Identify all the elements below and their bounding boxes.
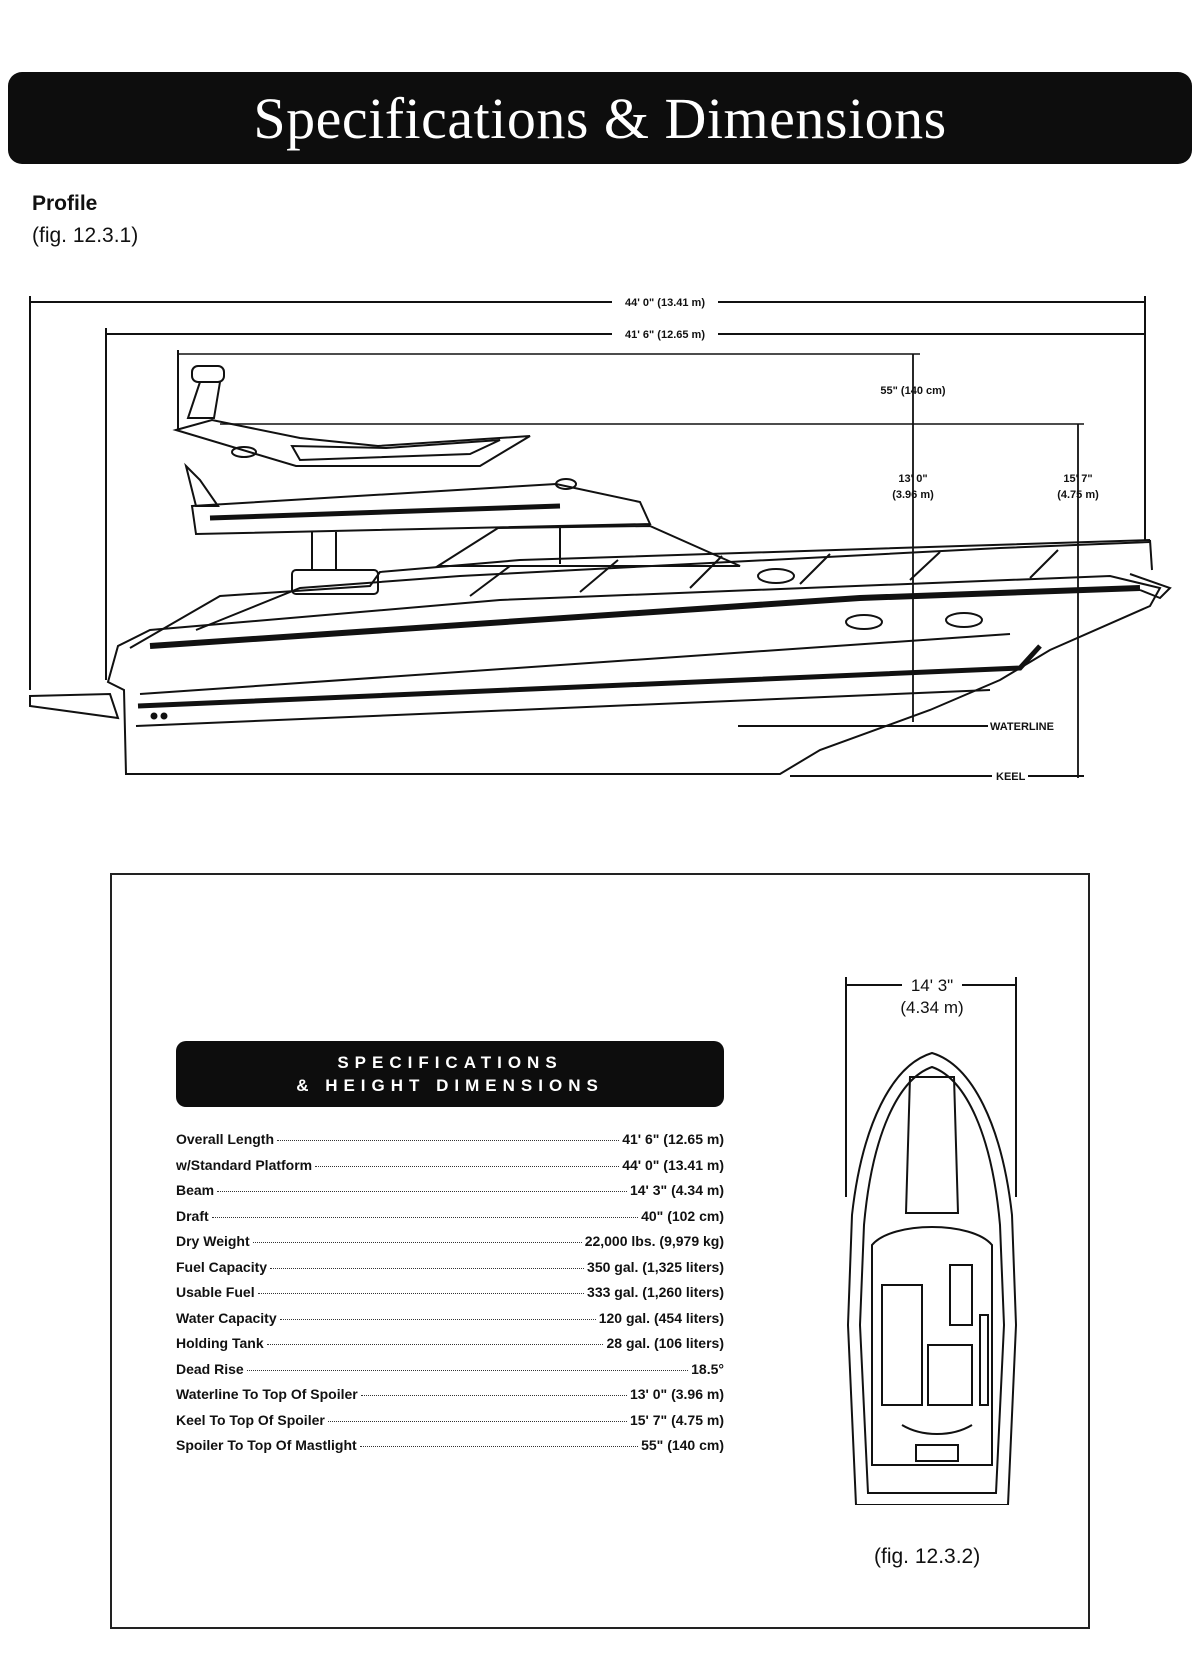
spec-row: Spoiler To Top Of Mastlight 55" (140 cm) bbox=[176, 1437, 724, 1463]
spec-header: SPECIFICATIONS & HEIGHT DIMENSIONS bbox=[176, 1041, 724, 1107]
waterline-height-label-1: 13' 0" bbox=[898, 473, 927, 485]
spec-label: Dry Weight bbox=[176, 1233, 250, 1249]
settee bbox=[881, 1284, 923, 1406]
spec-value: 22,000 lbs. (9,979 kg) bbox=[584, 1233, 724, 1249]
spec-value: 13' 0" (3.96 m) bbox=[629, 1386, 724, 1402]
spec-row: Holding Tank 28 gal. (106 liters) bbox=[176, 1335, 724, 1361]
profile-figure-caption: (fig. 12.3.1) bbox=[32, 224, 139, 247]
spec-value: 333 gal. (1,260 liters) bbox=[587, 1284, 724, 1300]
cockpit bbox=[871, 1226, 993, 1466]
spec-label: Water Capacity bbox=[176, 1309, 277, 1326]
spec-row: Draft 40" (102 cm) bbox=[176, 1208, 724, 1234]
spec-label: Waterline To Top Of Spoiler bbox=[176, 1386, 358, 1402]
spec-row: Waterline To Top Of Spoiler 13' 0" (3.96 … bbox=[176, 1386, 724, 1412]
spec-row: Dead Rise 18.5° bbox=[176, 1361, 724, 1387]
beam-label-1: 14' 3" bbox=[911, 976, 953, 995]
spec-row: Keel To Top Of Spoiler 15' 7" (4.75 m) bbox=[176, 1412, 724, 1438]
spec-row: w/Standard Platform 44' 0" (13.41 m) bbox=[176, 1157, 724, 1183]
spec-label: Beam bbox=[176, 1182, 215, 1198]
spec-label: Spoiler To Top Of Mastlight bbox=[176, 1437, 357, 1453]
table bbox=[927, 1344, 973, 1406]
spec-label: Draft bbox=[176, 1207, 209, 1224]
spec-value: 28 gal. (106 liters) bbox=[606, 1335, 724, 1351]
waterline-label: WATERLINE bbox=[990, 721, 1054, 733]
spec-header-line1: SPECIFICATIONS bbox=[337, 1053, 563, 1072]
spec-value: 44' 0" (13.41 m) bbox=[622, 1156, 724, 1173]
keel-height-label-1: 15' 7" bbox=[1063, 473, 1092, 485]
profile-diagram: 44' 0" (13.41 m) 41' 6" (12.65 m) 55" (1… bbox=[29, 296, 1172, 783]
spec-label: Dead Rise bbox=[176, 1360, 244, 1377]
specifications-panel: SPECIFICATIONS & HEIGHT DIMENSIONS Overa… bbox=[110, 873, 1090, 1629]
spec-value: 55" (140 cm) bbox=[641, 1437, 724, 1453]
swim-step bbox=[915, 1444, 959, 1462]
spec-label: w/Standard Platform bbox=[176, 1156, 313, 1173]
spec-list: Overall Length 41' 6" (12.65 m) w/Standar… bbox=[176, 1131, 724, 1463]
beam-label-2: (4.34 m) bbox=[900, 998, 963, 1017]
spec-value: 40" (102 cm) bbox=[641, 1207, 724, 1224]
spec-value: 15' 7" (4.75 m) bbox=[629, 1411, 724, 1428]
spec-label: Overall Length bbox=[176, 1131, 275, 1147]
spec-value: 350 gal. (1,325 liters) bbox=[587, 1258, 724, 1275]
spec-row: Water Capacity 120 gal. (454 liters) bbox=[176, 1310, 724, 1336]
spec-value: 14' 3" (4.34 m) bbox=[629, 1182, 724, 1198]
top-view-figure-caption: (fig. 12.3.2) bbox=[874, 1545, 981, 1568]
foredeck bbox=[904, 1076, 960, 1214]
spec-row: Usable Fuel 333 gal. (1,260 liters) bbox=[176, 1284, 724, 1310]
mast-height-label: 55" (140 cm) bbox=[880, 385, 945, 397]
spec-header-line2: & HEIGHT DIMENSIONS bbox=[296, 1076, 604, 1095]
spec-value: 120 gal. (454 liters) bbox=[598, 1309, 724, 1326]
spec-value: 41' 6" (12.65 m) bbox=[622, 1131, 724, 1147]
keel-height-label-2: (4.75 m) bbox=[1057, 489, 1099, 501]
stern-arc bbox=[901, 1424, 973, 1435]
spec-row: Beam 14' 3" (4.34 m) bbox=[176, 1182, 724, 1208]
hull-length-label: 41' 6" (12.65 m) bbox=[625, 329, 705, 341]
profile-label: Profile bbox=[32, 192, 98, 215]
spec-label: Keel To Top Of Spoiler bbox=[176, 1411, 325, 1428]
title-banner: Specifications & Dimensions bbox=[8, 72, 1192, 164]
waterline-height-label-2: (3.96 m) bbox=[892, 489, 934, 501]
overall-length-label: 44' 0" (13.41 m) bbox=[625, 297, 705, 309]
spec-label: Holding Tank bbox=[176, 1335, 264, 1351]
spec-label: Fuel Capacity bbox=[176, 1258, 268, 1275]
spec-row: Fuel Capacity 350 gal. (1,325 liters) bbox=[176, 1259, 724, 1285]
top-view-diagram: 14' 3" (4.34 m) bbox=[845, 976, 1018, 1505]
side-rail bbox=[979, 1314, 989, 1406]
keel-label: KEEL bbox=[996, 771, 1026, 783]
page-title: Specifications & Dimensions bbox=[253, 85, 947, 151]
top-hull-outline bbox=[846, 1051, 1018, 1505]
spec-value: 18.5° bbox=[691, 1360, 724, 1377]
top-hull-inner bbox=[858, 1065, 1006, 1494]
spec-row: Overall Length 41' 6" (12.65 m) bbox=[176, 1131, 724, 1157]
spec-label: Usable Fuel bbox=[176, 1284, 255, 1300]
spec-row: Dry Weight 22,000 lbs. (9,979 kg) bbox=[176, 1233, 724, 1259]
helm bbox=[949, 1264, 973, 1326]
